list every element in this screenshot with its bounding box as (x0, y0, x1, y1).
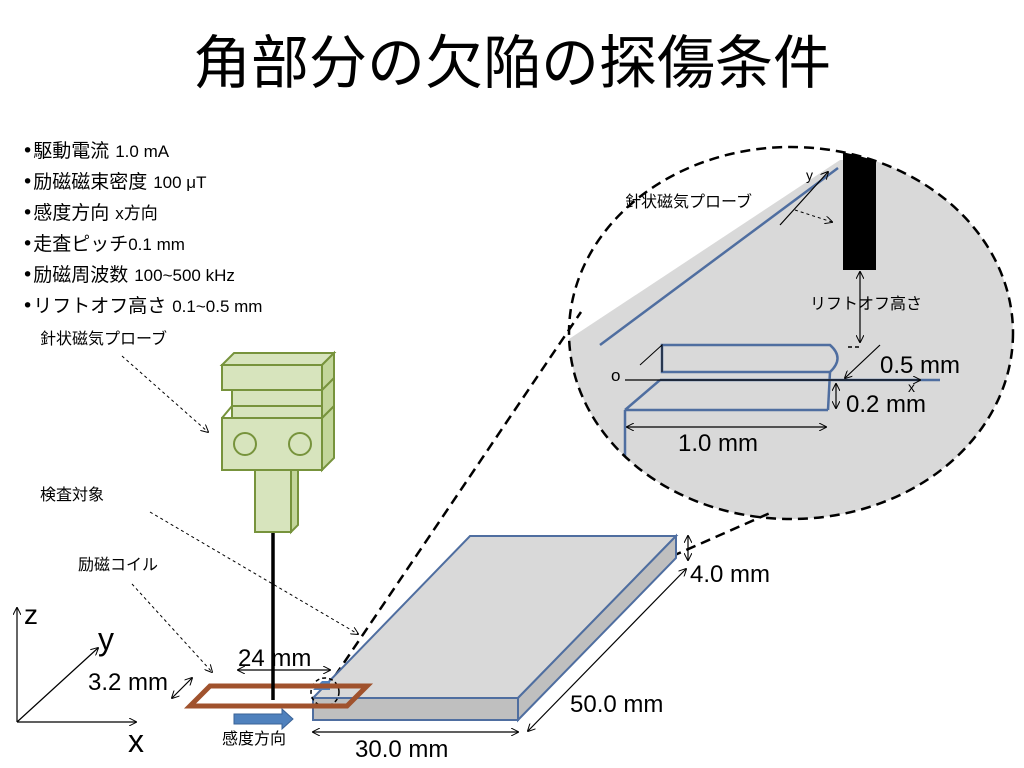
probe-screw-left (233, 432, 257, 456)
zoom-liftoff-label: リフトオフ高さ (810, 294, 922, 313)
plate-top (310, 535, 679, 699)
coil-depth-label: 3.2 mm (88, 669, 168, 696)
y-axis-arrow (16, 648, 98, 723)
probe-top (221, 364, 323, 391)
plate-width-label: 30.0 mm (355, 736, 448, 763)
target-pointer (149, 511, 358, 634)
probe-stem (254, 469, 292, 533)
plate-length-label: 50.0 mm (570, 691, 663, 718)
zoom-y-label: y (806, 167, 813, 183)
probe-pointer (121, 355, 208, 432)
coil-depth-arrow (172, 678, 192, 698)
probe-screw-right (288, 432, 312, 456)
x-axis-label: x (128, 723, 144, 759)
zoom-circle (567, 145, 1015, 521)
probe-middle (231, 389, 323, 419)
zoom-x-label: x (908, 379, 915, 395)
coil-loop (183, 683, 374, 709)
zoom-probe-pointer (794, 209, 832, 222)
sensitivity-label: 感度方向 (222, 729, 286, 748)
slide-title: 角部分の欠陥の探傷条件 (192, 29, 831, 97)
defect-width-label: 0.5 mm (880, 352, 960, 379)
coordinate-axes: z y x (17, 599, 144, 759)
probe-label: 針状磁気プローブ (40, 329, 167, 348)
zoom-probe (843, 152, 876, 270)
defect-width-arrow (845, 344, 881, 378)
needle-probe (219, 350, 337, 700)
plate-thickness-label: 4.0 mm (690, 561, 770, 588)
plate-length-arrow (528, 569, 686, 731)
excitation-coil (183, 683, 374, 709)
y-axis-label: y (98, 621, 114, 657)
coil-label: 励磁コイル (78, 555, 158, 574)
defect-length-label: 1.0 mm (678, 430, 758, 457)
zoom-origin-label: o (611, 366, 620, 385)
zoom-view: y x o 針状磁気プローブ リフトオフ高さ 0.5 mm 0.2 mm 1.0… (567, 145, 1015, 521)
sensitivity-direction-arrow (233, 707, 294, 731)
coil-pointer (131, 583, 212, 672)
plate-front (312, 697, 519, 721)
zoom-plate-surface (569, 160, 1013, 519)
probe-body (221, 417, 323, 471)
zoom-y-arrow (779, 172, 828, 226)
zoom-defect (660, 343, 839, 374)
defect-depth-label: 0.2 mm (846, 391, 926, 418)
zoom-plate-edge (599, 166, 839, 347)
zoom-probe-label: 針状磁気プローブ (625, 192, 752, 211)
z-axis-label: z (24, 599, 38, 630)
target-label: 検査対象 (40, 485, 104, 504)
zoom-connector-upper (333, 311, 583, 677)
condition-scan-pitch: •走査ピッチ0.1 mm (22, 233, 185, 255)
